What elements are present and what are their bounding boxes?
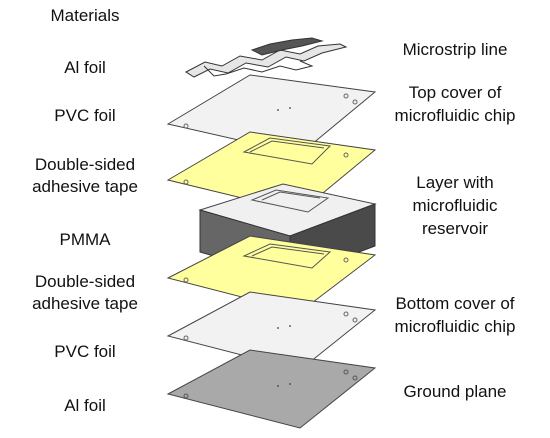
label-tape-bottom-line1: Double-sided [34, 272, 136, 291]
top-cover-layer [166, 74, 377, 155]
label-reservoir-line2: microfluidic [412, 196, 498, 215]
label-tape-top-line1: Double-sided [34, 155, 136, 174]
label-microstrip-line: Microstrip line [402, 40, 508, 59]
label-reservoir-line3: reservoir [421, 219, 489, 238]
materials-header: Materials [50, 6, 120, 25]
label-al-foil-bottom: Al foil [64, 396, 106, 415]
label-bottom-cover-line2: microfluidic chip [394, 317, 516, 336]
label-top-cover-line2: microfluidic chip [394, 106, 516, 125]
label-tape-top-line2: adhesive tape [32, 177, 138, 196]
label-pvc-foil-top: PVC foil [54, 106, 116, 125]
ground-plane-layer [166, 349, 377, 429]
label-ground-plane: Ground plane [403, 382, 507, 401]
label-pvc-foil-bottom: PVC foil [54, 342, 116, 361]
label-al-foil-top: Al foil [64, 58, 106, 77]
label-pmma: PMMA [59, 230, 111, 249]
label-top-cover-line1: Top cover of [408, 83, 502, 102]
microstrip-line-layer [184, 37, 348, 78]
label-tape-bottom-line2: adhesive tape [32, 294, 138, 313]
label-reservoir-line1: Layer with [416, 173, 494, 192]
label-bottom-cover-line1: Bottom cover of [395, 294, 515, 313]
